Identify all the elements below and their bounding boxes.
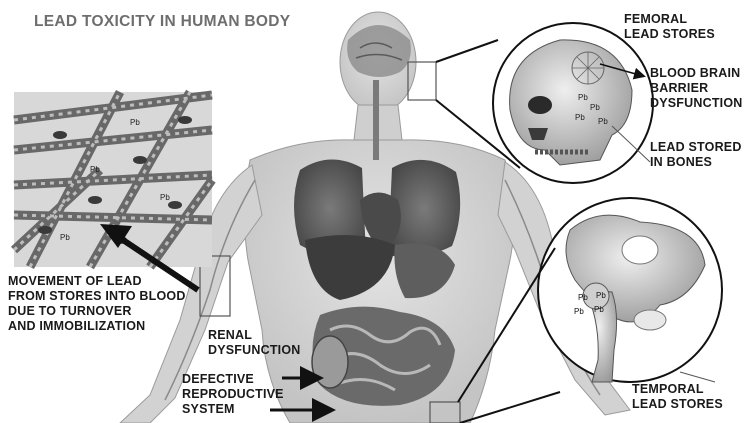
pb-blood-4: Pb: [160, 193, 170, 202]
label-renal-dysfunction: RENAL DYSFUNCTION: [208, 328, 300, 358]
label-line: RENAL: [208, 328, 300, 343]
label-line: IN BONES: [650, 155, 742, 170]
pb-skull-4: Pb: [598, 117, 608, 126]
pb-hip-4: Pb: [594, 305, 604, 314]
kidney: [312, 336, 348, 388]
pb-blood-2: Pb: [130, 118, 140, 127]
label-line: FROM STORES INTO BLOOD: [8, 289, 186, 304]
label-movement-of-lead: MOVEMENT OF LEAD FROM STORES INTO BLOOD …: [8, 274, 186, 334]
label-line: MOVEMENT OF LEAD: [8, 274, 186, 289]
pb-blood-1: Pb: [90, 165, 100, 174]
label-lead-stored-in-bones: LEAD STORED IN BONES: [650, 140, 742, 170]
diagram-title: LEAD TOXICITY IN HUMAN BODY: [34, 13, 290, 31]
label-line: DEFECTIVE: [182, 372, 284, 387]
label-line: BLOOD BRAIN: [650, 66, 742, 81]
pb-blood-3: Pb: [60, 233, 70, 242]
label-line: FEMORAL: [624, 12, 715, 27]
label-line: DYSFUNCTION: [650, 96, 742, 111]
label-line: REPRODUCTIVE: [182, 387, 284, 402]
temporal-connector: [680, 372, 715, 382]
label-line: LEAD STORES: [624, 27, 715, 42]
label-defective-reproductive-system: DEFECTIVE REPRODUCTIVE SYSTEM: [182, 372, 284, 417]
label-line: DYSFUNCTION: [208, 343, 300, 358]
label-line: SYSTEM: [182, 402, 284, 417]
label-line: BARRIER: [650, 81, 742, 96]
label-line: AND IMMOBILIZATION: [8, 319, 186, 334]
pb-hip-2: Pb: [596, 291, 606, 300]
label-line: DUE TO TURNOVER: [8, 304, 186, 319]
skull-inset: Pb Pb Pb Pb: [493, 23, 653, 183]
label-line: LEAD STORED: [650, 140, 742, 155]
skull-connector-top: [436, 40, 498, 62]
label-line: TEMPORAL: [632, 382, 723, 397]
pb-skull-2: Pb: [590, 103, 600, 112]
pb-hip-1: Pb: [578, 293, 588, 302]
pb-skull-3: Pb: [575, 113, 585, 122]
pb-skull-1: Pb: [578, 93, 588, 102]
label-blood-brain-barrier: BLOOD BRAIN BARRIER DYSFUNCTION: [650, 66, 742, 111]
pb-hip-3: Pb: [574, 307, 584, 316]
label-line: LEAD STORES: [632, 397, 723, 412]
hip-inset: Pb Pb Pb Pb: [538, 198, 722, 382]
label-temporal-lead-stores: TEMPORAL LEAD STORES: [632, 382, 723, 412]
label-femoral-lead-stores: FEMORAL LEAD STORES: [624, 12, 715, 42]
